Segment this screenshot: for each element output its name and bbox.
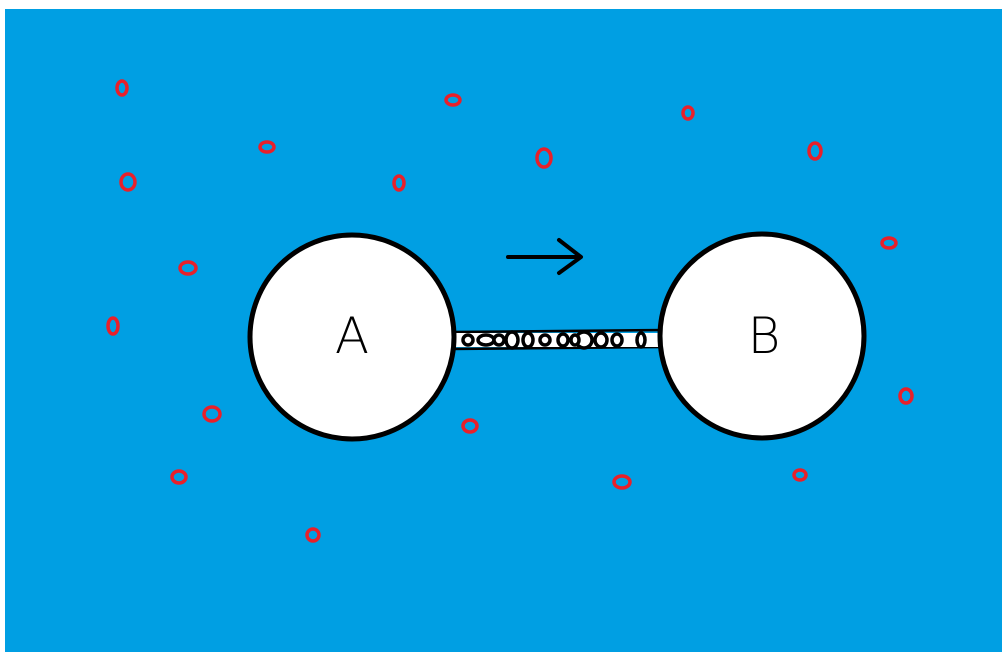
channel-bead <box>504 330 520 350</box>
channel-bead <box>492 333 506 347</box>
channel-bottom-line <box>449 345 666 351</box>
red-particle <box>106 316 120 336</box>
red-particle <box>880 236 898 250</box>
red-particle <box>258 140 276 154</box>
node-b-circle <box>657 231 867 441</box>
node-a-circle <box>247 232 457 442</box>
connecting-channel <box>449 328 666 351</box>
red-particle <box>898 387 914 405</box>
channel-bead <box>593 331 609 349</box>
channel-bead <box>521 331 535 349</box>
node-a-label: A <box>335 307 369 365</box>
direction-arrow <box>506 238 583 275</box>
red-particle <box>461 418 479 434</box>
channel-bead <box>569 333 581 347</box>
particle-group <box>106 79 914 543</box>
bead-chain <box>461 330 647 350</box>
channel-bead <box>635 331 647 349</box>
red-particle <box>305 527 321 543</box>
red-particle <box>119 172 137 192</box>
red-particle <box>807 141 823 161</box>
node-a: A <box>247 232 457 442</box>
channel-bead <box>538 333 552 347</box>
red-particle <box>115 79 129 97</box>
channel-bead <box>476 333 496 347</box>
node-b-label: B <box>748 307 781 365</box>
red-particle <box>170 469 188 485</box>
red-particle <box>792 468 808 482</box>
red-particle <box>535 147 553 169</box>
red-particle <box>392 174 406 192</box>
channel-bead <box>556 332 570 348</box>
red-particle <box>612 474 632 490</box>
red-particle <box>178 260 198 276</box>
channel-bead <box>610 332 624 348</box>
red-particle <box>444 93 462 107</box>
arrow-head <box>557 238 583 275</box>
channel-top-line <box>449 328 666 334</box>
red-particle <box>202 405 222 423</box>
red-particle <box>681 105 695 121</box>
node-b: B <box>657 231 867 441</box>
channel-bead <box>461 333 475 347</box>
